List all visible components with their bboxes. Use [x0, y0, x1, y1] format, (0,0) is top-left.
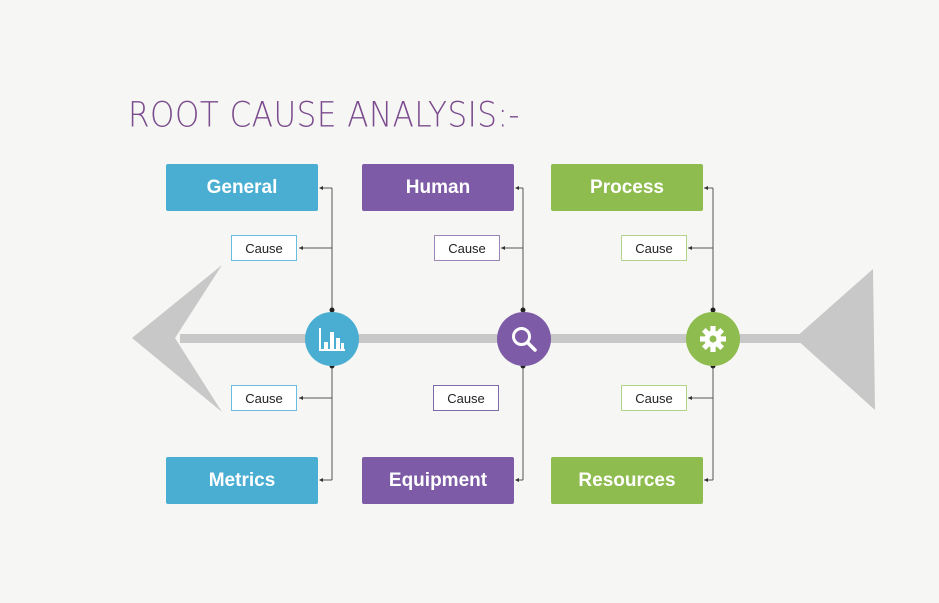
- category-metrics: Metrics: [166, 457, 318, 504]
- cause-general: Cause: [231, 235, 297, 261]
- hub-human-equipment: [497, 312, 551, 366]
- category-resources: Resources: [551, 457, 703, 504]
- spine: [180, 334, 802, 343]
- cause-human: Cause: [434, 235, 500, 261]
- bar-chart-icon: [319, 328, 345, 351]
- cause-resources: Cause: [621, 385, 687, 411]
- category-process: Process: [551, 164, 703, 211]
- category-general: General: [166, 164, 318, 211]
- category-human: Human: [362, 164, 514, 211]
- fish-head-arrowhead: [795, 269, 875, 410]
- cause-equipment: Cause: [433, 385, 499, 411]
- gear-icon: [700, 326, 726, 352]
- connector-arrow-tips: [299, 186, 708, 482]
- magnifier-icon: [512, 327, 537, 352]
- category-equipment: Equipment: [362, 457, 514, 504]
- hub-process-resources: [686, 312, 740, 366]
- fish-tail-arrowhead: [132, 265, 222, 412]
- cause-metrics: Cause: [231, 385, 297, 411]
- cause-process: Cause: [621, 235, 687, 261]
- hub-general-metrics: [305, 312, 359, 366]
- page-title: ROOT CAUSE ANALYSIS:-: [128, 95, 521, 136]
